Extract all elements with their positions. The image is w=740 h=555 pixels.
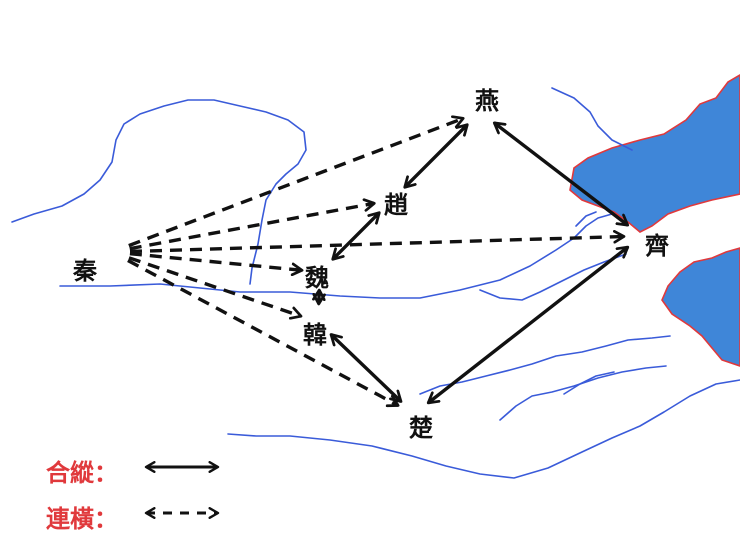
state-label-wei: 魏 bbox=[304, 264, 329, 292]
river-yellow bbox=[59, 213, 613, 299]
river-northeast bbox=[551, 87, 633, 151]
sea-south bbox=[661, 247, 740, 367]
arrow-qin-yan bbox=[128, 115, 465, 248]
arrow-chu-qi bbox=[426, 245, 630, 405]
legend-alliance-arrow bbox=[144, 461, 220, 473]
river-mid-east bbox=[479, 253, 627, 301]
state-label-zhao: 趙 bbox=[384, 191, 409, 219]
state-label-chu: 楚 bbox=[409, 414, 433, 442]
state-label-qi: 齊 bbox=[644, 232, 670, 260]
arrow-qin-zhao bbox=[129, 198, 376, 251]
legend-alliance-label: 合縱： bbox=[46, 459, 118, 487]
river-huai-upper bbox=[419, 335, 671, 395]
state-label-han: 韓 bbox=[303, 321, 327, 349]
river-huai-lower bbox=[499, 365, 667, 421]
arrow-yan-zhao bbox=[403, 123, 469, 189]
river-north-loop bbox=[11, 99, 307, 285]
legend-horizontal-label: 連橫： bbox=[46, 505, 118, 533]
river-branch bbox=[575, 211, 597, 227]
relation-arrows bbox=[127, 115, 630, 408]
legend-horizontal-arrow bbox=[144, 507, 220, 519]
arrow-qin-qi bbox=[129, 229, 626, 254]
sea-north bbox=[569, 74, 740, 233]
arrow-qin-chu bbox=[127, 259, 400, 408]
river-yangtze bbox=[227, 379, 740, 479]
arrow-han-chu bbox=[329, 333, 403, 403]
arrow-zhao-wei bbox=[331, 211, 381, 261]
arrow-qi-yan bbox=[492, 121, 630, 227]
arrow-wei-han bbox=[312, 288, 326, 306]
state-label-yan: 燕 bbox=[475, 87, 499, 115]
state-label-qin: 秦 bbox=[72, 257, 98, 285]
arrow-qin-wei bbox=[129, 252, 304, 277]
arrow-qin-han bbox=[128, 256, 303, 320]
